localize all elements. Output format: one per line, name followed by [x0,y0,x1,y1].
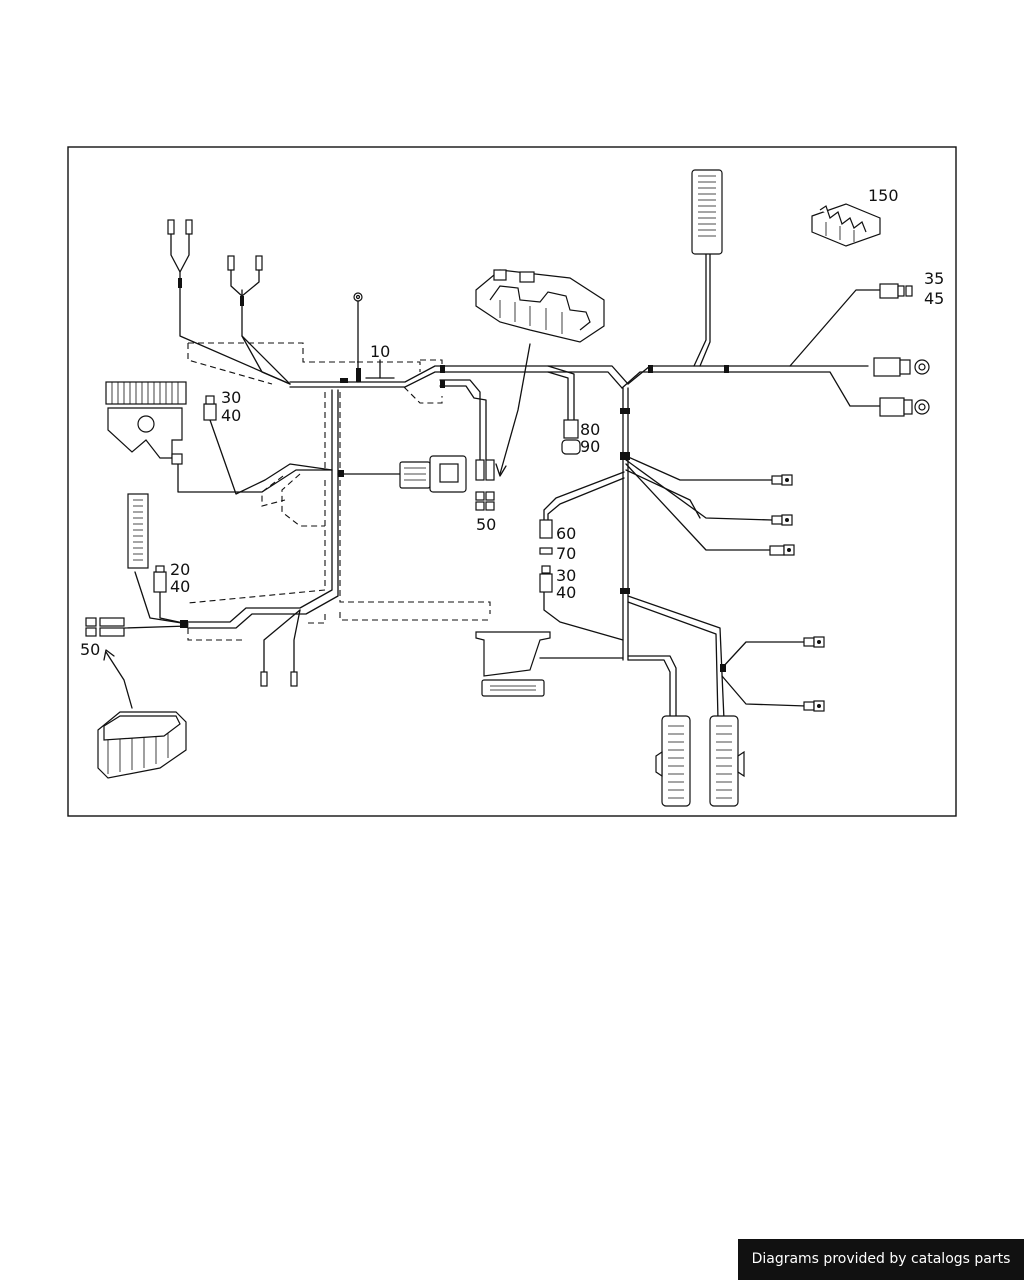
relay-icon [539,519,553,555]
relay-icon [539,565,553,593]
callout-30-lower: 30 [556,566,576,585]
fuse-box-icon [97,711,187,779]
main-harness [124,251,881,721]
callout-50-center: 50 [476,515,496,534]
control-unit-icon [105,381,187,465]
connector-icon [127,493,167,593]
callout-60: 60 [556,524,576,543]
connector-icon [691,169,723,255]
control-unit-icon [475,631,551,697]
callout-30-upper: 30 [221,388,241,407]
callout-70: 70 [556,544,576,563]
ground-terminal-icon [353,292,363,302]
plug-icon [399,455,467,493]
callout-20: 20 [170,560,190,579]
plug-icon [260,671,298,687]
footer-credit: Diagrams provided by catalogs parts [738,1239,1024,1280]
callout-40-upper: 40 [221,406,241,425]
ground-terminal-icon [769,474,825,712]
connector-icon [167,219,263,297]
callout-150: 150 [868,186,899,205]
relay-icon [203,395,217,421]
dashed-routing-outlines [187,342,491,641]
callout-90: 90 [580,437,600,456]
callout-80: 80 [580,420,600,439]
diagram-frame [67,146,957,817]
plug-icon [873,357,930,417]
fuse-box-icon [811,203,881,247]
fuse-box-icon [475,269,605,343]
plug-icon [85,617,125,637]
callout-40-left: 40 [170,577,190,596]
callout-50-left: 50 [80,640,100,659]
connector-icon [475,459,495,511]
plug-icon [879,283,913,299]
callout-45: 45 [924,289,944,308]
connector-icon [655,715,745,807]
callout-40-lower: 40 [556,583,576,602]
callout-35: 35 [924,269,944,288]
callout-10: 10 [370,342,390,361]
relay-icon [561,419,581,455]
callout-labels: 10 150 35 45 30 40 80 90 50 60 70 30 40 … [80,186,944,659]
